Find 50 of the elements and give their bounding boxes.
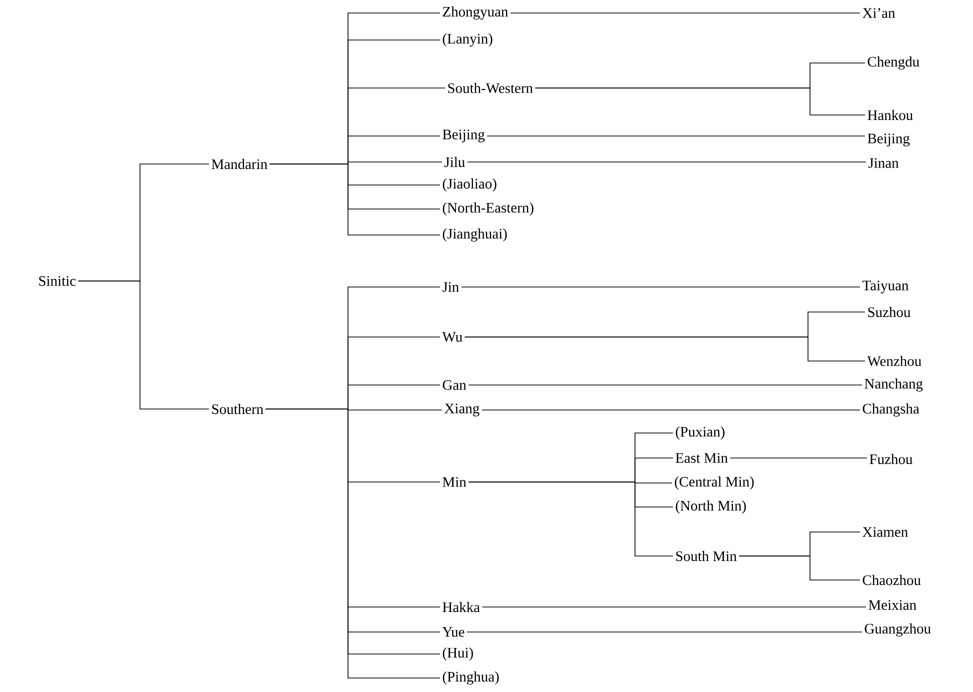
tree-label: Nanchang bbox=[862, 376, 925, 394]
tree-label: Xiamen bbox=[860, 525, 910, 539]
tree-label: (Puxian) bbox=[673, 424, 728, 442]
tree-label: Hakka bbox=[440, 600, 482, 614]
tree-label: Xiang bbox=[442, 402, 482, 418]
tree-label: Xi’an bbox=[860, 6, 898, 20]
tree-branch bbox=[482, 606, 866, 608]
tree-label: Chengdu bbox=[865, 54, 922, 72]
tree-label: Sinitic bbox=[36, 274, 78, 288]
tree-label: Changsha bbox=[860, 401, 922, 419]
tree-label: Beijing bbox=[865, 132, 912, 148]
tree-branch bbox=[468, 384, 862, 386]
tree-branch bbox=[468, 482, 674, 556]
tree-label: Hankou bbox=[865, 108, 916, 122]
tree-label: Jinan bbox=[866, 156, 901, 170]
tree-label: Wenzhou bbox=[865, 354, 924, 368]
tree-label: South Min bbox=[673, 548, 739, 564]
tree-label: (North Min) bbox=[673, 498, 748, 516]
tree-label: Suzhou bbox=[865, 304, 913, 320]
tree-label: Southern bbox=[209, 402, 266, 416]
tree-label: (Hui) bbox=[440, 645, 476, 663]
tree-label: Yue bbox=[440, 625, 467, 639]
tree-branch bbox=[78, 280, 210, 410]
tree-label: Fuzhou bbox=[867, 452, 915, 466]
tree-label: Taiyuan bbox=[860, 278, 911, 296]
tree-branch bbox=[534, 88, 866, 116]
tree-branch bbox=[464, 336, 866, 362]
tree-label: Guangzhou bbox=[862, 621, 934, 639]
tree-label: East Min bbox=[673, 451, 730, 465]
tree-label: Zhongyuan bbox=[440, 4, 510, 22]
tree-label: Chaozhou bbox=[860, 572, 923, 588]
tree-label: Beijing bbox=[440, 128, 487, 144]
tree-branch bbox=[738, 556, 860, 580]
tree-label: (Lanyin) bbox=[440, 31, 495, 49]
tree-label: Mandarin bbox=[209, 156, 270, 172]
tree-label: (Pinghua) bbox=[440, 669, 502, 687]
tree-label: (Central Min) bbox=[672, 474, 756, 492]
tree-branch bbox=[269, 164, 440, 236]
tree-label: (North-Eastern) bbox=[440, 200, 536, 218]
tree-branch bbox=[510, 12, 860, 14]
tree-label: Jin bbox=[440, 280, 462, 294]
tree-label: Meixian bbox=[866, 598, 919, 612]
tree-label: Min bbox=[440, 475, 468, 489]
tree-branch bbox=[460, 286, 860, 288]
tree-label: Gan bbox=[440, 378, 468, 392]
tree-label: Wu bbox=[440, 330, 465, 344]
tree-label: (Jianghuai) bbox=[440, 226, 510, 244]
tree-label: Jilu bbox=[442, 154, 468, 170]
tree-label: (Jiaoliao) bbox=[440, 176, 499, 194]
tree-label: South-Western bbox=[445, 80, 536, 96]
